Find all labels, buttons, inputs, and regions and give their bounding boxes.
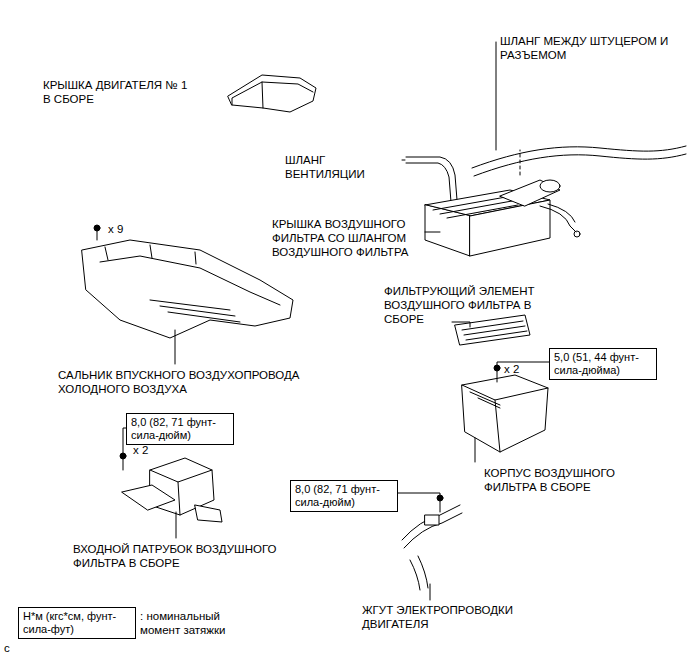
- part-label: КОРПУС ВОЗДУШНОГО ФИЛЬТРА В СБОРЕ: [484, 466, 634, 494]
- figure-code: c: [4, 641, 24, 655]
- torque-box: 8,0 (82, 71 фунт-сила-дюйм): [290, 480, 398, 512]
- part-label: ВХОДНОЙ ПАТРУБОК ВОЗДУШНОГО ФИЛЬТРА В СБ…: [73, 542, 308, 570]
- torque-legend-box: Н*м (кгс*см, фунт-сила-фут): [18, 607, 136, 639]
- quantity-label: x 2: [504, 362, 534, 376]
- part-label: ФИЛЬТРУЮЩИЙ ЭЛЕМЕНТ ВОЗДУШНОГО ФИЛЬТРА В…: [384, 284, 552, 326]
- torque-box: 5,0 (51, 44 фунт-сила-дюйма): [549, 348, 657, 380]
- part-label: ШЛАНГ МЕЖДУ ШТУЦЕРОМ И РАЗЪЕМОМ: [500, 34, 670, 62]
- quantity-label: x 9: [108, 222, 138, 236]
- part-label: КРЫШКА ВОЗДУШНОГО ФИЛЬТРА СО ШЛАНГОМ ВОЗ…: [272, 217, 422, 259]
- part-label: КРЫШКА ДВИГАТЕЛЯ № 1 В СБОРЕ: [43, 78, 198, 106]
- part-label: ЖГУТ ЭЛЕКТРОПРОВОДКИ ДВИГАТЕЛЯ: [362, 603, 537, 631]
- quantity-label: x 2: [133, 443, 163, 457]
- torque-value: 8,0 (82, 71 фунт-сила-дюйм): [131, 416, 229, 442]
- legend-note: : номинальный момент затяжки: [140, 609, 250, 637]
- torque-value: Н*м (кгс*см, фунт-сила-фут): [23, 610, 131, 636]
- torque-value: 5,0 (51, 44 фунт-сила-дюйма): [554, 351, 652, 377]
- part-label: ШЛАНГ ВЕНТИЛЯЦИИ: [285, 153, 405, 181]
- part-label: САЛЬНИК ВПУСКНОГО ВОЗДУХОПРОВОДА ХОЛОДНО…: [58, 368, 328, 396]
- torque-value: 8,0 (82, 71 фунт-сила-дюйм): [295, 483, 393, 509]
- torque-box: 8,0 (82, 71 фунт-сила-дюйм): [126, 413, 234, 445]
